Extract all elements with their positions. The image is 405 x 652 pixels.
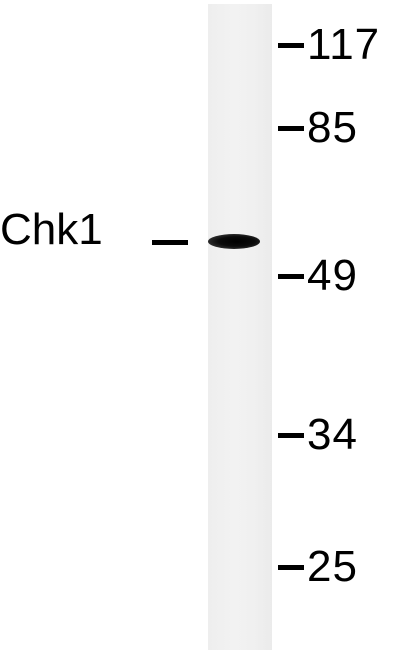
marker-label: 117 xyxy=(307,20,381,69)
marker-label: 34 xyxy=(307,410,358,459)
marker-117: 117 xyxy=(278,23,380,67)
marker-85: 85 xyxy=(278,106,358,150)
marker-25: 25 xyxy=(278,545,358,589)
marker-dash xyxy=(278,42,304,48)
marker-49: 49 xyxy=(278,254,358,298)
marker-dash xyxy=(278,564,304,570)
marker-dash xyxy=(278,432,304,438)
blot-lane xyxy=(208,4,272,650)
marker-dash xyxy=(278,125,304,131)
marker-dash xyxy=(278,273,304,279)
band-label-dash xyxy=(152,240,188,245)
marker-label: 49 xyxy=(307,251,358,300)
marker-label: 85 xyxy=(307,103,358,152)
marker-34: 34 xyxy=(278,413,358,457)
marker-label: 25 xyxy=(307,542,358,591)
protein-band xyxy=(208,234,260,249)
band-label: Chk1 xyxy=(0,205,103,254)
